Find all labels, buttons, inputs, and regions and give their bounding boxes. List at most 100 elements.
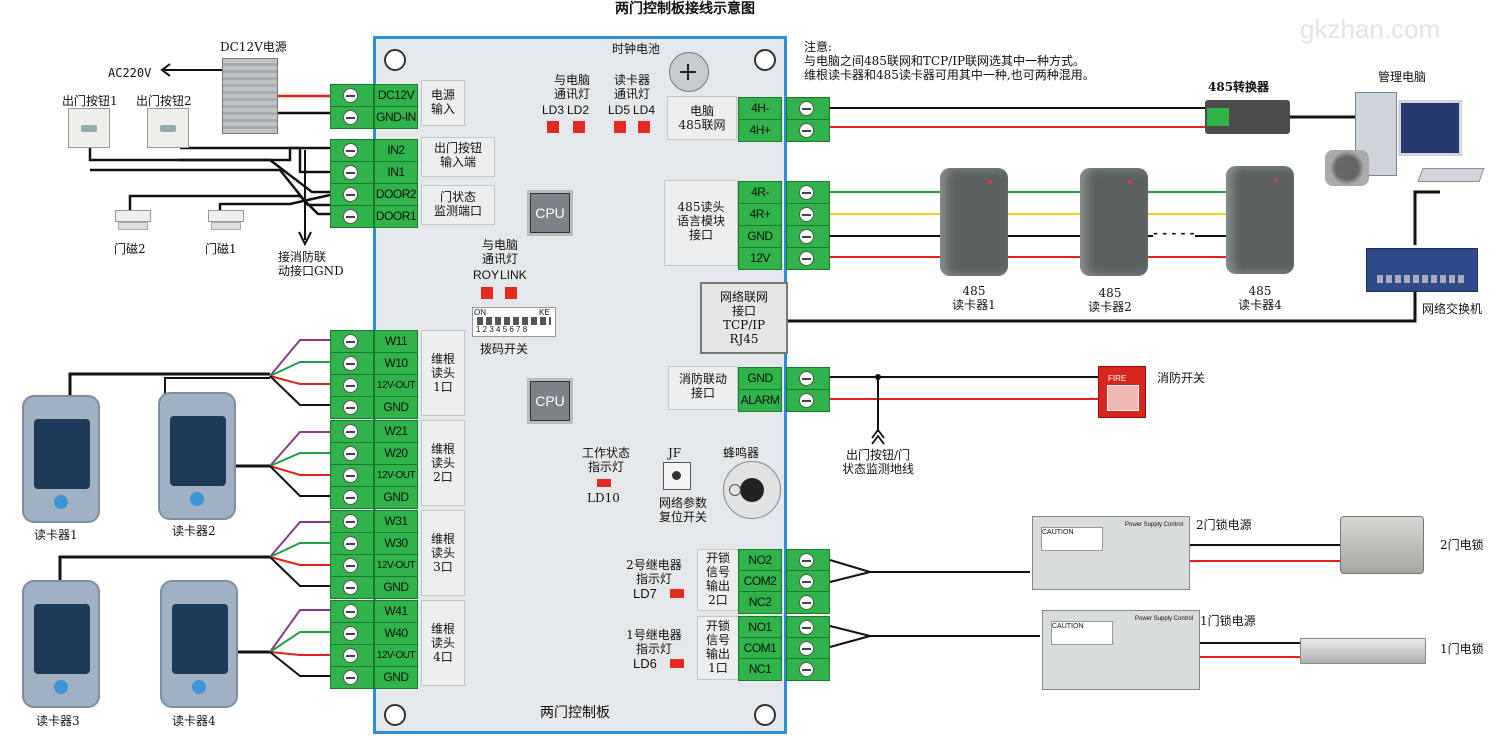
battery-icon (669, 52, 709, 92)
wiegand-reader2-image (158, 392, 236, 520)
lock2-label: 2门电锁 (1440, 538, 1484, 552)
reader485-4-label: 485 读卡器4 (1238, 284, 1282, 312)
wiegand-reader3-label: 读卡器3 (36, 714, 80, 728)
work-status-label: 工作状态 指示灯 (581, 446, 630, 474)
reset-switch[interactable] (663, 462, 691, 490)
ld5-label: LD5 (608, 103, 631, 117)
exit-button2-label: 出门按钮2 (136, 94, 192, 108)
lock1-image (1300, 638, 1426, 664)
pin-label: GND-IN (374, 106, 418, 129)
reader485-2-label: 485 读卡器2 (1088, 286, 1132, 314)
door-sensor1-label: 门磁1 (205, 242, 237, 256)
watermark: gkzhan.com (1300, 14, 1441, 44)
lock2-psu-label: 2门锁电源 (1196, 518, 1252, 532)
relay2-led-label: 2号继电器 指示灯 (626, 558, 682, 586)
terminal-screw (330, 183, 374, 206)
door-sensor2-label: 门磁2 (114, 242, 146, 256)
note-line1: 与电脑之间485联网和TCP/IP联网选其中一种方式。 (804, 54, 1086, 68)
ac220v-label: AC220V (108, 66, 152, 80)
pc-label: 管理电脑 (1378, 70, 1427, 84)
wiegand-reader2-label: 读卡器2 (172, 524, 216, 538)
roy-label: ROY (473, 268, 500, 282)
buzzer (723, 461, 781, 519)
fire-gnd-label: 接消防联 动接口GND (278, 250, 344, 278)
link-led (505, 287, 517, 299)
cpu-chip: CPU (530, 381, 570, 421)
reader485-1-image (940, 168, 1008, 276)
rj45-port[interactable]: 网络联网 接口 TCP/IP RJ45 (700, 282, 788, 354)
pc-speakers-image (1325, 150, 1369, 186)
ld3-label: LD3 (542, 103, 565, 117)
wiegand-reader4-label: 读卡器4 (172, 714, 216, 728)
mount-hole (384, 704, 406, 726)
pc-comm-led2-label: 与电脑 通讯灯 (481, 238, 518, 266)
lock1-psu-image: CAUTION Power Supply Control (1042, 610, 1200, 690)
lock2-image (1340, 516, 1424, 574)
dc12v-psu-label: DC12V电源 (220, 40, 287, 54)
arrow-left-icon (160, 63, 222, 77)
wiegand-reader1-image (22, 395, 100, 523)
wiegand-reader3-image (22, 580, 100, 708)
terminal-screw (330, 139, 374, 162)
ld2-led (573, 121, 585, 133)
reader485-ellipsis: - - - - - (1153, 226, 1195, 240)
exit-button2-icon (147, 108, 189, 148)
mount-hole (384, 49, 406, 71)
board-name: 两门控制板 (540, 705, 610, 721)
ld4-led (638, 121, 650, 133)
roy-led (481, 287, 493, 299)
note-heading: 注意: (804, 40, 833, 54)
note-line2: 维根读卡器和485读卡器可用其中一种,也可两种混用。 (804, 68, 1095, 82)
dip-switch-label: 拨码开关 (480, 342, 529, 356)
relay1-led-label: 1号继电器 指示灯 (626, 628, 682, 656)
pin-label: DOOR2 (374, 183, 418, 206)
ld10-led (597, 479, 611, 487)
pin-label: IN2 (374, 139, 418, 162)
buzzer-label: 蜂鸣器 (723, 446, 760, 460)
reader-comm-led-label: 读卡器 通讯灯 (613, 73, 650, 101)
door-sensor2-icon (115, 210, 151, 222)
reader485-1-label: 485 读卡器1 (952, 284, 996, 312)
mount-hole (754, 704, 776, 726)
dc12v-psu-image (222, 58, 278, 134)
exit-button1-label: 出门按钮1 (62, 94, 118, 108)
ld7-label: LD7 (633, 586, 657, 601)
wiegand-reader1-label: 读卡器1 (34, 528, 78, 542)
pc-monitor-image (1398, 100, 1462, 156)
reader485-2-image (1080, 168, 1148, 276)
net-reset-label: 网络参数 复位开关 (658, 496, 707, 524)
terminal-screw (330, 161, 374, 184)
ld10-label: LD10 (587, 491, 620, 505)
converter-label: 485转换器 (1208, 80, 1270, 94)
network-switch-label: 网络交换机 (1422, 302, 1483, 316)
converter-image (1205, 100, 1290, 134)
ld5-led (614, 121, 626, 133)
pin-label: DC12V (374, 84, 418, 107)
fire-switch-label: 消防开关 (1157, 371, 1206, 385)
ld7-led (670, 589, 684, 598)
jf-label: JF (668, 446, 682, 460)
lock2-psu-image: CAUTION Power Supply Control (1032, 516, 1190, 590)
cpu-chip: CPU (530, 193, 570, 233)
pin-label: DOOR1 (374, 205, 418, 228)
exit-button1-icon (68, 108, 110, 148)
ld4-label: LD4 (633, 103, 656, 117)
ld6-label: LD6 (633, 656, 657, 671)
door-sensor1-icon (208, 210, 244, 222)
link-label: LINK (500, 268, 527, 282)
ld3-led (547, 121, 559, 133)
reader485-4-image (1226, 166, 1294, 274)
keyboard-image (1417, 168, 1485, 182)
lock1-label: 1门电锁 (1440, 642, 1484, 656)
terminal-screw (330, 84, 374, 107)
mount-hole (754, 49, 776, 71)
network-switch-image (1366, 248, 1478, 292)
dip-switch[interactable]: ON KE 1 2 3 4 5 6 7 8 (472, 307, 556, 337)
pc-comm-led-label: 与电脑 通讯灯 (553, 73, 590, 101)
pin-label: IN1 (374, 161, 418, 184)
lock1-psu-label: 1门锁电源 (1200, 614, 1256, 628)
ld2-label: LD2 (567, 103, 590, 117)
ld6-led (670, 659, 684, 668)
terminal-screw (330, 106, 374, 129)
